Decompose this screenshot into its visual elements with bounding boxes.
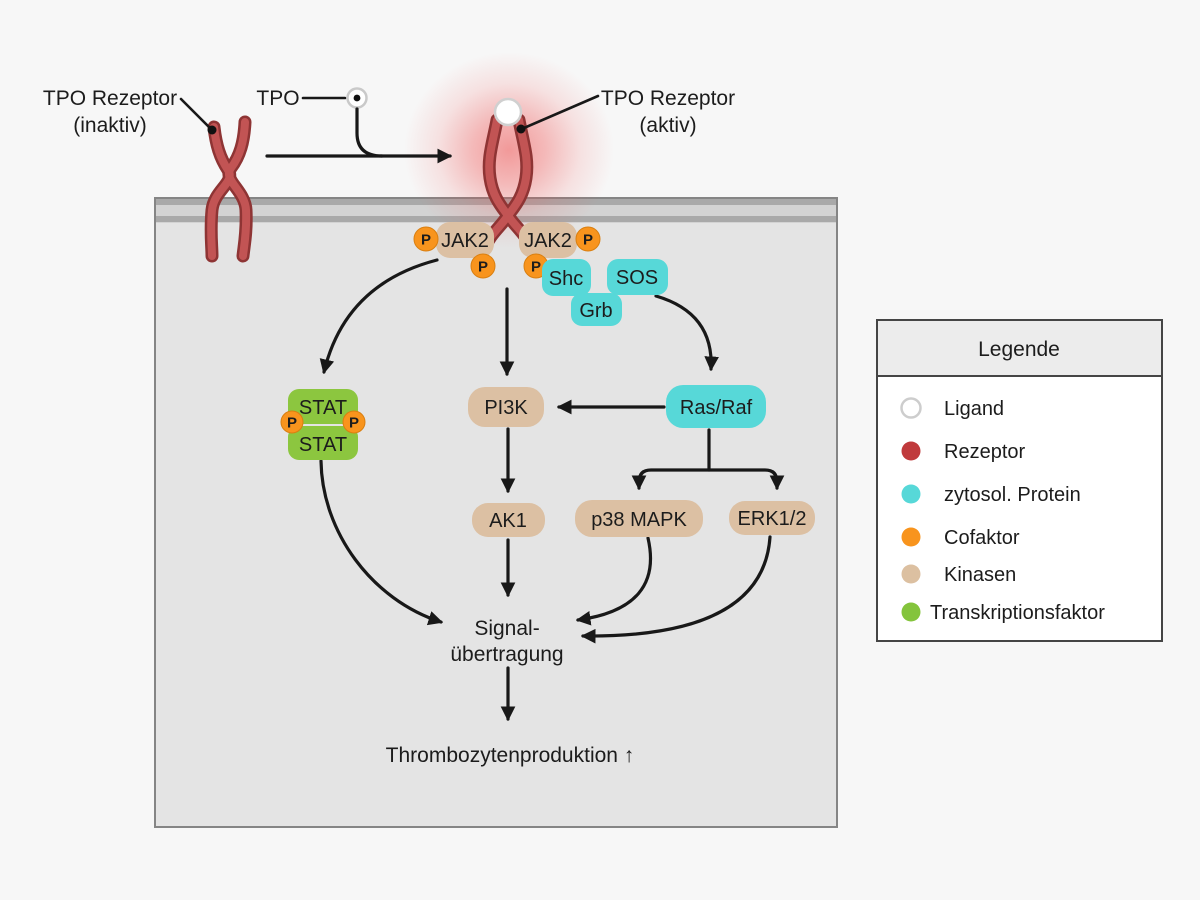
signal-text-2: übertragung: [450, 643, 563, 666]
label-receptor-active-2: (aktiv): [639, 114, 696, 137]
zytosol-swatch: [901, 484, 921, 504]
arrows: [265, 107, 785, 722]
stat-top-label: STAT: [299, 397, 347, 419]
node-grb: Grb: [571, 293, 622, 326]
svg-text:Transkriptionsfaktor: Transkriptionsfaktor: [930, 602, 1105, 624]
legend-item-cofaktor: Cofaktor: [901, 527, 1020, 549]
node-stat-dimer: STAT STAT P P: [280, 389, 366, 460]
legend-item-zytosol-protein: zytosol. Protein: [901, 484, 1081, 506]
stat-bottom-label: STAT: [299, 434, 347, 456]
arrow-stat-to-signal: [319, 459, 444, 626]
legend-item-rezeptor: Rezeptor: [901, 441, 1025, 463]
legend: Legende Ligand Rezeptor zytosol. Protein…: [876, 319, 1163, 642]
cofactor-p: P: [470, 253, 496, 279]
jak2-left-label: JAK2: [441, 230, 489, 252]
pointer-inactive: [179, 97, 212, 130]
node-jak2-left: JAK2: [436, 222, 494, 258]
node-ak1: AK1: [472, 503, 545, 537]
svg-text:Cofaktor: Cofaktor: [944, 527, 1020, 549]
node-shc: Shc: [542, 259, 591, 296]
pointer-dot-active: [516, 124, 526, 134]
signal-text-1: Signal-: [474, 617, 539, 640]
cofactor-p: P: [342, 410, 366, 434]
production-text: Thrombozytenproduktion ↑: [386, 744, 635, 767]
output-labels: Signal- übertragung Thrombozytenprodukti…: [386, 617, 635, 767]
legend-item-kinasen: Kinasen: [901, 564, 1016, 586]
ligand-on-receptor: [493, 97, 523, 127]
activation-glow: [404, 52, 614, 248]
svg-text:Grb: Grb: [579, 300, 612, 322]
node-p38-mapk: p38 MAPK: [575, 500, 703, 537]
arrow-sos-to-rasraf: [654, 294, 720, 372]
svg-text:P: P: [349, 415, 359, 432]
arrow-jak2-to-stat: [319, 258, 439, 375]
legend-item-ligand: Ligand: [900, 397, 1004, 420]
svg-text:P: P: [531, 259, 541, 276]
pointer-active: [522, 94, 600, 130]
svg-text:Ligand: Ligand: [944, 398, 1004, 420]
svg-text:Ras/Raf: Ras/Raf: [680, 397, 753, 419]
annotation-labels: TPO Rezeptor (inaktiv) TPO TPO Rezeptor …: [43, 87, 735, 137]
label-tpo: TPO: [256, 87, 299, 110]
kinasen-swatch: [901, 564, 921, 584]
svg-text:P: P: [583, 232, 593, 249]
label-receptor-inactive-2: (inaktiv): [73, 114, 147, 137]
node-jak2-right: JAK2: [519, 222, 577, 258]
branch-to-p38-erk: [631, 468, 785, 491]
ligand-drop-curve: [355, 107, 384, 158]
svg-text:zytosol. Protein: zytosol. Protein: [944, 484, 1081, 506]
ligand-swatch: [900, 397, 922, 419]
tpo-receptor-inactive: [204, 115, 253, 263]
cofactor-p: P: [280, 410, 304, 434]
pointer-dot-inactive: [207, 125, 217, 135]
svg-text:SOS: SOS: [616, 267, 658, 289]
cofactor-p: P: [413, 226, 439, 252]
svg-text:Kinasen: Kinasen: [944, 564, 1016, 586]
svg-text:P: P: [421, 232, 431, 249]
svg-text:Shc: Shc: [549, 268, 583, 290]
label-receptor-inactive-1: TPO Rezeptor: [43, 87, 177, 110]
svg-text:PI3K: PI3K: [484, 397, 528, 419]
svg-text:P: P: [287, 415, 297, 432]
node-rasraf: Ras/Raf: [666, 385, 766, 428]
svg-text:Rezeptor: Rezeptor: [944, 441, 1025, 463]
svg-text:P: P: [478, 259, 488, 276]
node-pi3k: PI3K: [468, 387, 544, 427]
legend-item-transkriptionsfaktor: Transkriptionsfaktor: [901, 602, 1105, 624]
svg-text:ERK1/2: ERK1/2: [738, 508, 807, 530]
legend-title: Legende: [978, 338, 1060, 361]
arrow-p38-to-signal: [575, 536, 653, 626]
svg-text:p38 MAPK: p38 MAPK: [591, 509, 687, 531]
node-sos: SOS: [607, 259, 668, 295]
label-receptor-active-1: TPO Rezeptor: [601, 87, 735, 110]
jak2-right-label: JAK2: [524, 230, 572, 252]
transkriptionsfaktor-swatch: [901, 602, 921, 622]
annotation-pointers: [179, 87, 600, 135]
node-erk12: ERK1/2: [729, 501, 815, 535]
arrow-erk-to-signal: [580, 535, 772, 644]
cofaktor-swatch: [901, 527, 921, 547]
cofactor-p: P: [575, 226, 601, 252]
tpo-ligand-dot: [353, 94, 361, 102]
svg-text:AK1: AK1: [489, 510, 527, 532]
legend-header: [876, 319, 1163, 377]
rezeptor-swatch: [901, 441, 921, 461]
